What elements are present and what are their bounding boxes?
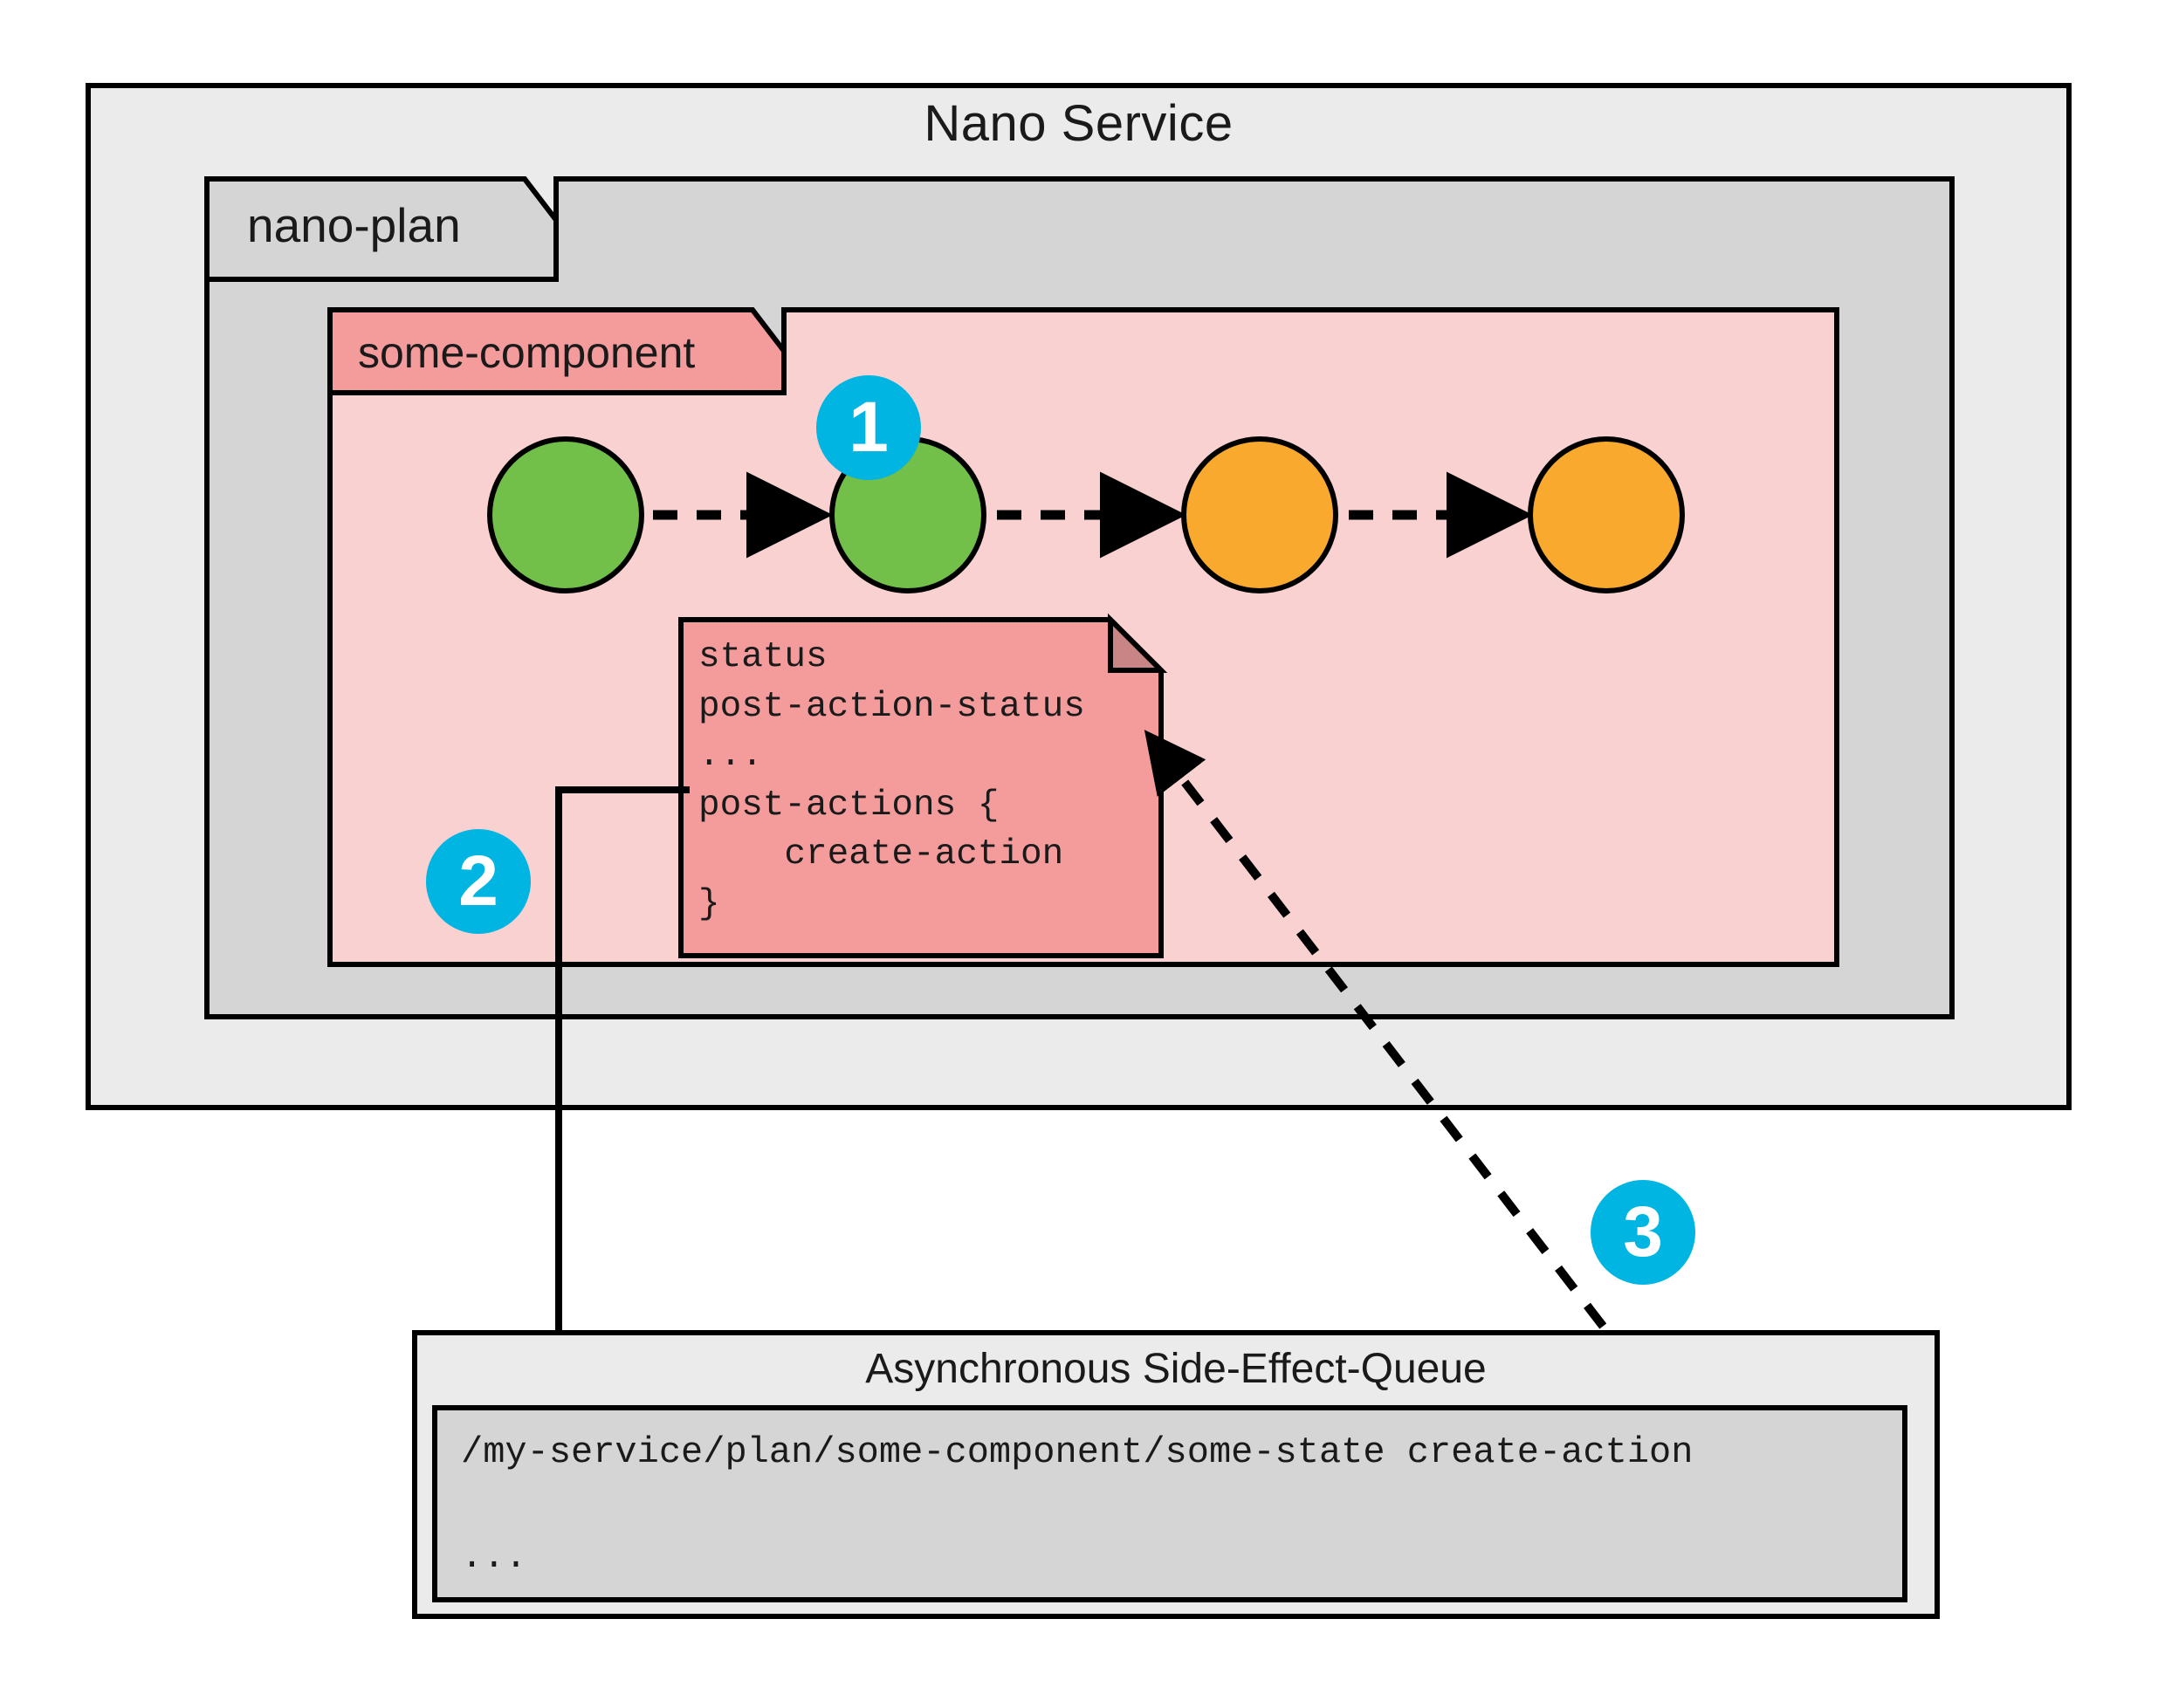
queue-title: Asynchronous Side-Effect-Queue	[865, 1346, 1487, 1392]
state-node-3[interactable]	[1181, 436, 1338, 593]
state-node-1[interactable]	[487, 436, 644, 593]
step-badge-3: 3	[1591, 1180, 1695, 1285]
step-badge-2: 2	[426, 829, 531, 934]
step-badge-1: 1	[816, 375, 921, 480]
queue-entries-box	[432, 1405, 1907, 1602]
state-node-4[interactable]	[1528, 436, 1685, 593]
page-title: Nano Service	[924, 95, 1234, 152]
queue-entry-2: ...	[461, 1536, 527, 1578]
queue-entry-1: /my-service/plan/some-component/some-sta…	[461, 1431, 1694, 1473]
nano-plan-label: nano-plan	[247, 198, 461, 252]
some-component-label: some-component	[358, 328, 696, 377]
post-actions-note-text: status post-action-status ... post-actio…	[698, 637, 1085, 924]
